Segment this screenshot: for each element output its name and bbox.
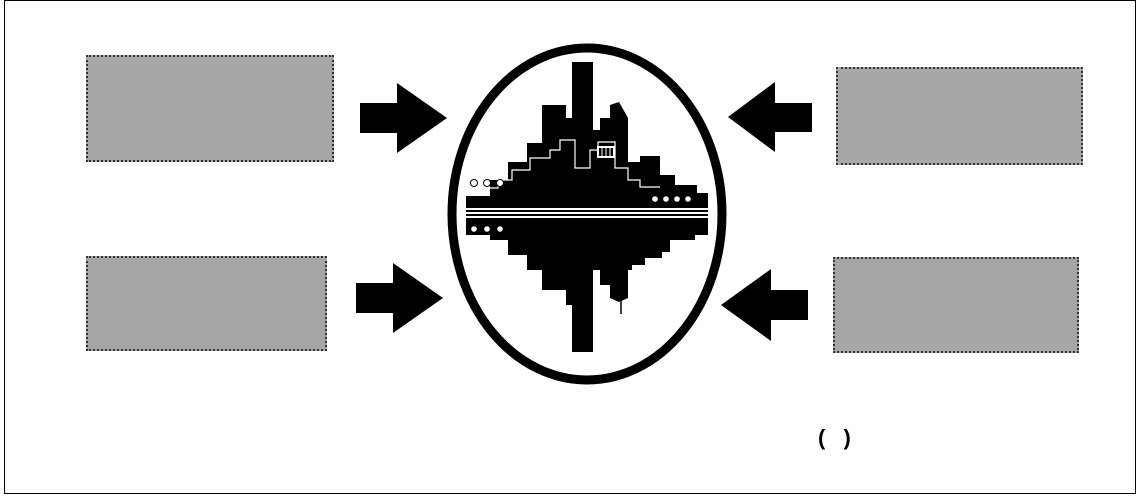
input-box-top-right — [836, 67, 1083, 165]
input-box-top-left — [86, 55, 334, 162]
input-box-bottom-right — [833, 257, 1079, 353]
footnote-text: ( ) — [818, 425, 857, 451]
input-box-bottom-left — [86, 256, 327, 351]
